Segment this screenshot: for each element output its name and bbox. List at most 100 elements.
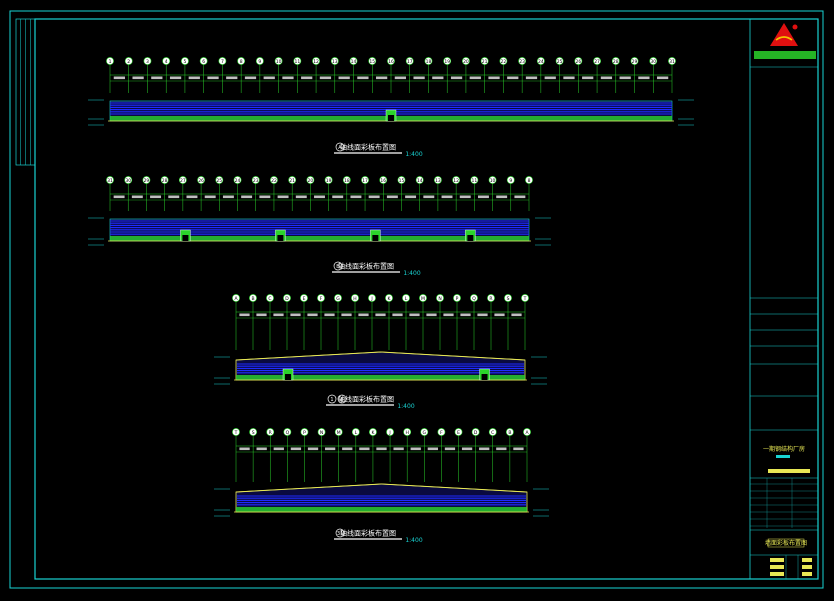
axis-bubble: 10 (488, 176, 497, 211)
title-circle (333, 261, 343, 271)
dimension-text (494, 313, 505, 317)
axis-label: 31 (669, 59, 675, 65)
axis-label: S (507, 296, 510, 302)
axis-label: 16 (380, 178, 386, 184)
axis-bubble: P (453, 294, 461, 350)
axis-bubble: 12 (312, 57, 320, 93)
axis-label: P (456, 296, 459, 302)
axis-bubble: 20 (306, 176, 315, 211)
axis-label: R (269, 430, 272, 436)
title-circle (337, 394, 347, 404)
dimension-text (443, 313, 454, 317)
dimension-text (427, 447, 438, 451)
dimension-text (409, 313, 420, 317)
axis-bubble: T (521, 294, 529, 350)
axis-bubble: 26 (574, 57, 583, 93)
axis-bubble: 31 (668, 57, 676, 93)
axis-label: H (405, 430, 408, 436)
dimension-text (496, 195, 508, 199)
axis-bubble: K (385, 294, 393, 350)
axis-bubble: 11 (293, 57, 302, 93)
axis-bubble: 17 (361, 176, 369, 211)
axis-label: 24 (235, 178, 241, 184)
axis-label: C (491, 430, 494, 436)
axis-label: K (388, 296, 392, 302)
title-circle-label: A (338, 145, 342, 151)
dimension-text (277, 195, 289, 199)
dimension-text (393, 447, 404, 451)
axis-bubble: 22 (270, 176, 278, 211)
axis-label: K (371, 430, 375, 436)
axis-bubble: 23 (251, 176, 260, 211)
axis-label: 18 (344, 178, 350, 184)
axis-label: 20 (463, 59, 469, 65)
dimension-text (222, 195, 234, 199)
axis-label: 9 (509, 178, 512, 184)
axis-bubble: 13 (330, 57, 339, 93)
dimension-text (469, 76, 481, 80)
axis-label: T (523, 296, 527, 302)
dimension-text (259, 195, 271, 199)
axis-bubble: 28 (611, 57, 620, 93)
axis-bubble: T (232, 428, 240, 482)
dimension-text (619, 76, 631, 80)
dimension-text (150, 195, 162, 199)
axis-bubble: 15 (397, 176, 406, 211)
dimension-text (444, 447, 456, 451)
wall-panels (234, 483, 529, 513)
dimension-text (511, 313, 522, 317)
title-circle (335, 142, 345, 152)
axis-label: D (285, 296, 289, 302)
dimension-text (479, 447, 490, 451)
axis-bubble: Q (470, 294, 478, 350)
dimension-text (544, 76, 556, 80)
axis-bubble: S (249, 428, 258, 482)
dimension-text (450, 76, 463, 80)
project-name: 一期钢结构厂房 (763, 445, 805, 453)
title-circle (335, 528, 345, 538)
axis-bubble: 20 (462, 57, 470, 93)
axis-bubble: E (300, 294, 308, 350)
axis-label: 4 (165, 59, 168, 65)
axis-bubble: R (266, 428, 275, 482)
axis-label: Q (286, 430, 290, 436)
axis-label: 21 (482, 59, 488, 65)
axis-bubble: G (334, 294, 342, 350)
axis-label: M (337, 430, 341, 436)
title-text: 轴线面彩板布置图 (338, 262, 394, 271)
drawing-name: 墙面彩板布置图 (765, 539, 807, 547)
title-text: 轴线面彩板布置图 (340, 143, 396, 152)
axis-bubble: B (249, 294, 257, 350)
axis-bubble: L (351, 428, 360, 482)
axis-label: C (268, 296, 271, 302)
ground-band (110, 236, 529, 241)
axis-bubble: B (505, 428, 514, 482)
dimension-text (151, 76, 163, 80)
axis-bubble: A (523, 428, 531, 482)
axis-bubble: 11 (470, 176, 479, 211)
axis-label: 19 (326, 178, 332, 184)
dimension-text (169, 76, 182, 80)
dimension-text (426, 313, 437, 317)
dimension-text (410, 447, 421, 451)
dimension-text (563, 76, 575, 80)
axis-bubble: 27 (178, 176, 187, 211)
axis-bubble: 19 (324, 176, 333, 211)
axis-bubble: 14 (349, 57, 358, 93)
axis-bubble: 2 (124, 57, 133, 93)
axis-label: L (355, 430, 358, 436)
scale-text: 1:400 (403, 270, 420, 277)
axis-bubble: 26 (197, 176, 205, 211)
axis-bubble: C (266, 294, 274, 350)
axis-label: 13 (435, 178, 441, 184)
axis-label: D (474, 430, 478, 436)
wall-panels (108, 100, 674, 122)
dimension-text (204, 195, 216, 199)
scale-text: 1:400 (405, 151, 422, 158)
dimension-text (290, 313, 301, 317)
axis-label: H (353, 296, 356, 302)
ground-band (236, 375, 525, 380)
